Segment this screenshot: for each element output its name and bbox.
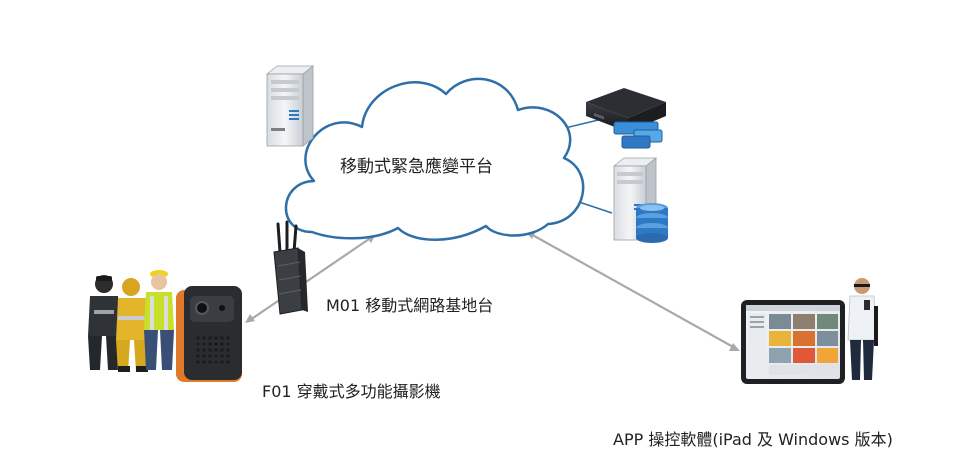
platform-title: 移動式緊急應變平台 xyxy=(340,157,493,177)
gateway-device-icon xyxy=(586,88,666,149)
police-officer-figure xyxy=(88,275,120,370)
cloud-to-app-arrow xyxy=(528,232,736,349)
camera-to-cloud-arrow xyxy=(249,236,373,321)
responders-illustration xyxy=(88,270,174,372)
data-arrows xyxy=(245,231,740,351)
firefighter-figure xyxy=(116,278,148,372)
app-label: APP 操控軟體(iPad 及 Windows 版本) xyxy=(613,430,893,449)
base-station-icon xyxy=(273,220,308,315)
arrowhead-app xyxy=(729,343,740,351)
database-stack-icon xyxy=(636,203,668,243)
tablet-app-icon xyxy=(741,300,845,384)
wearable-camera-label: F01 穿戴式多功能攝影機 xyxy=(262,382,441,401)
database-server-icon xyxy=(612,157,668,243)
base-station-label: M01 移動式網路基地台 xyxy=(326,296,494,315)
wearable-camera-icon xyxy=(176,286,242,382)
server-icon xyxy=(265,65,315,147)
arrowhead-camera xyxy=(245,314,255,323)
cloud-shape xyxy=(284,77,585,241)
worker-figure xyxy=(144,270,174,370)
operator-figure xyxy=(847,278,878,380)
